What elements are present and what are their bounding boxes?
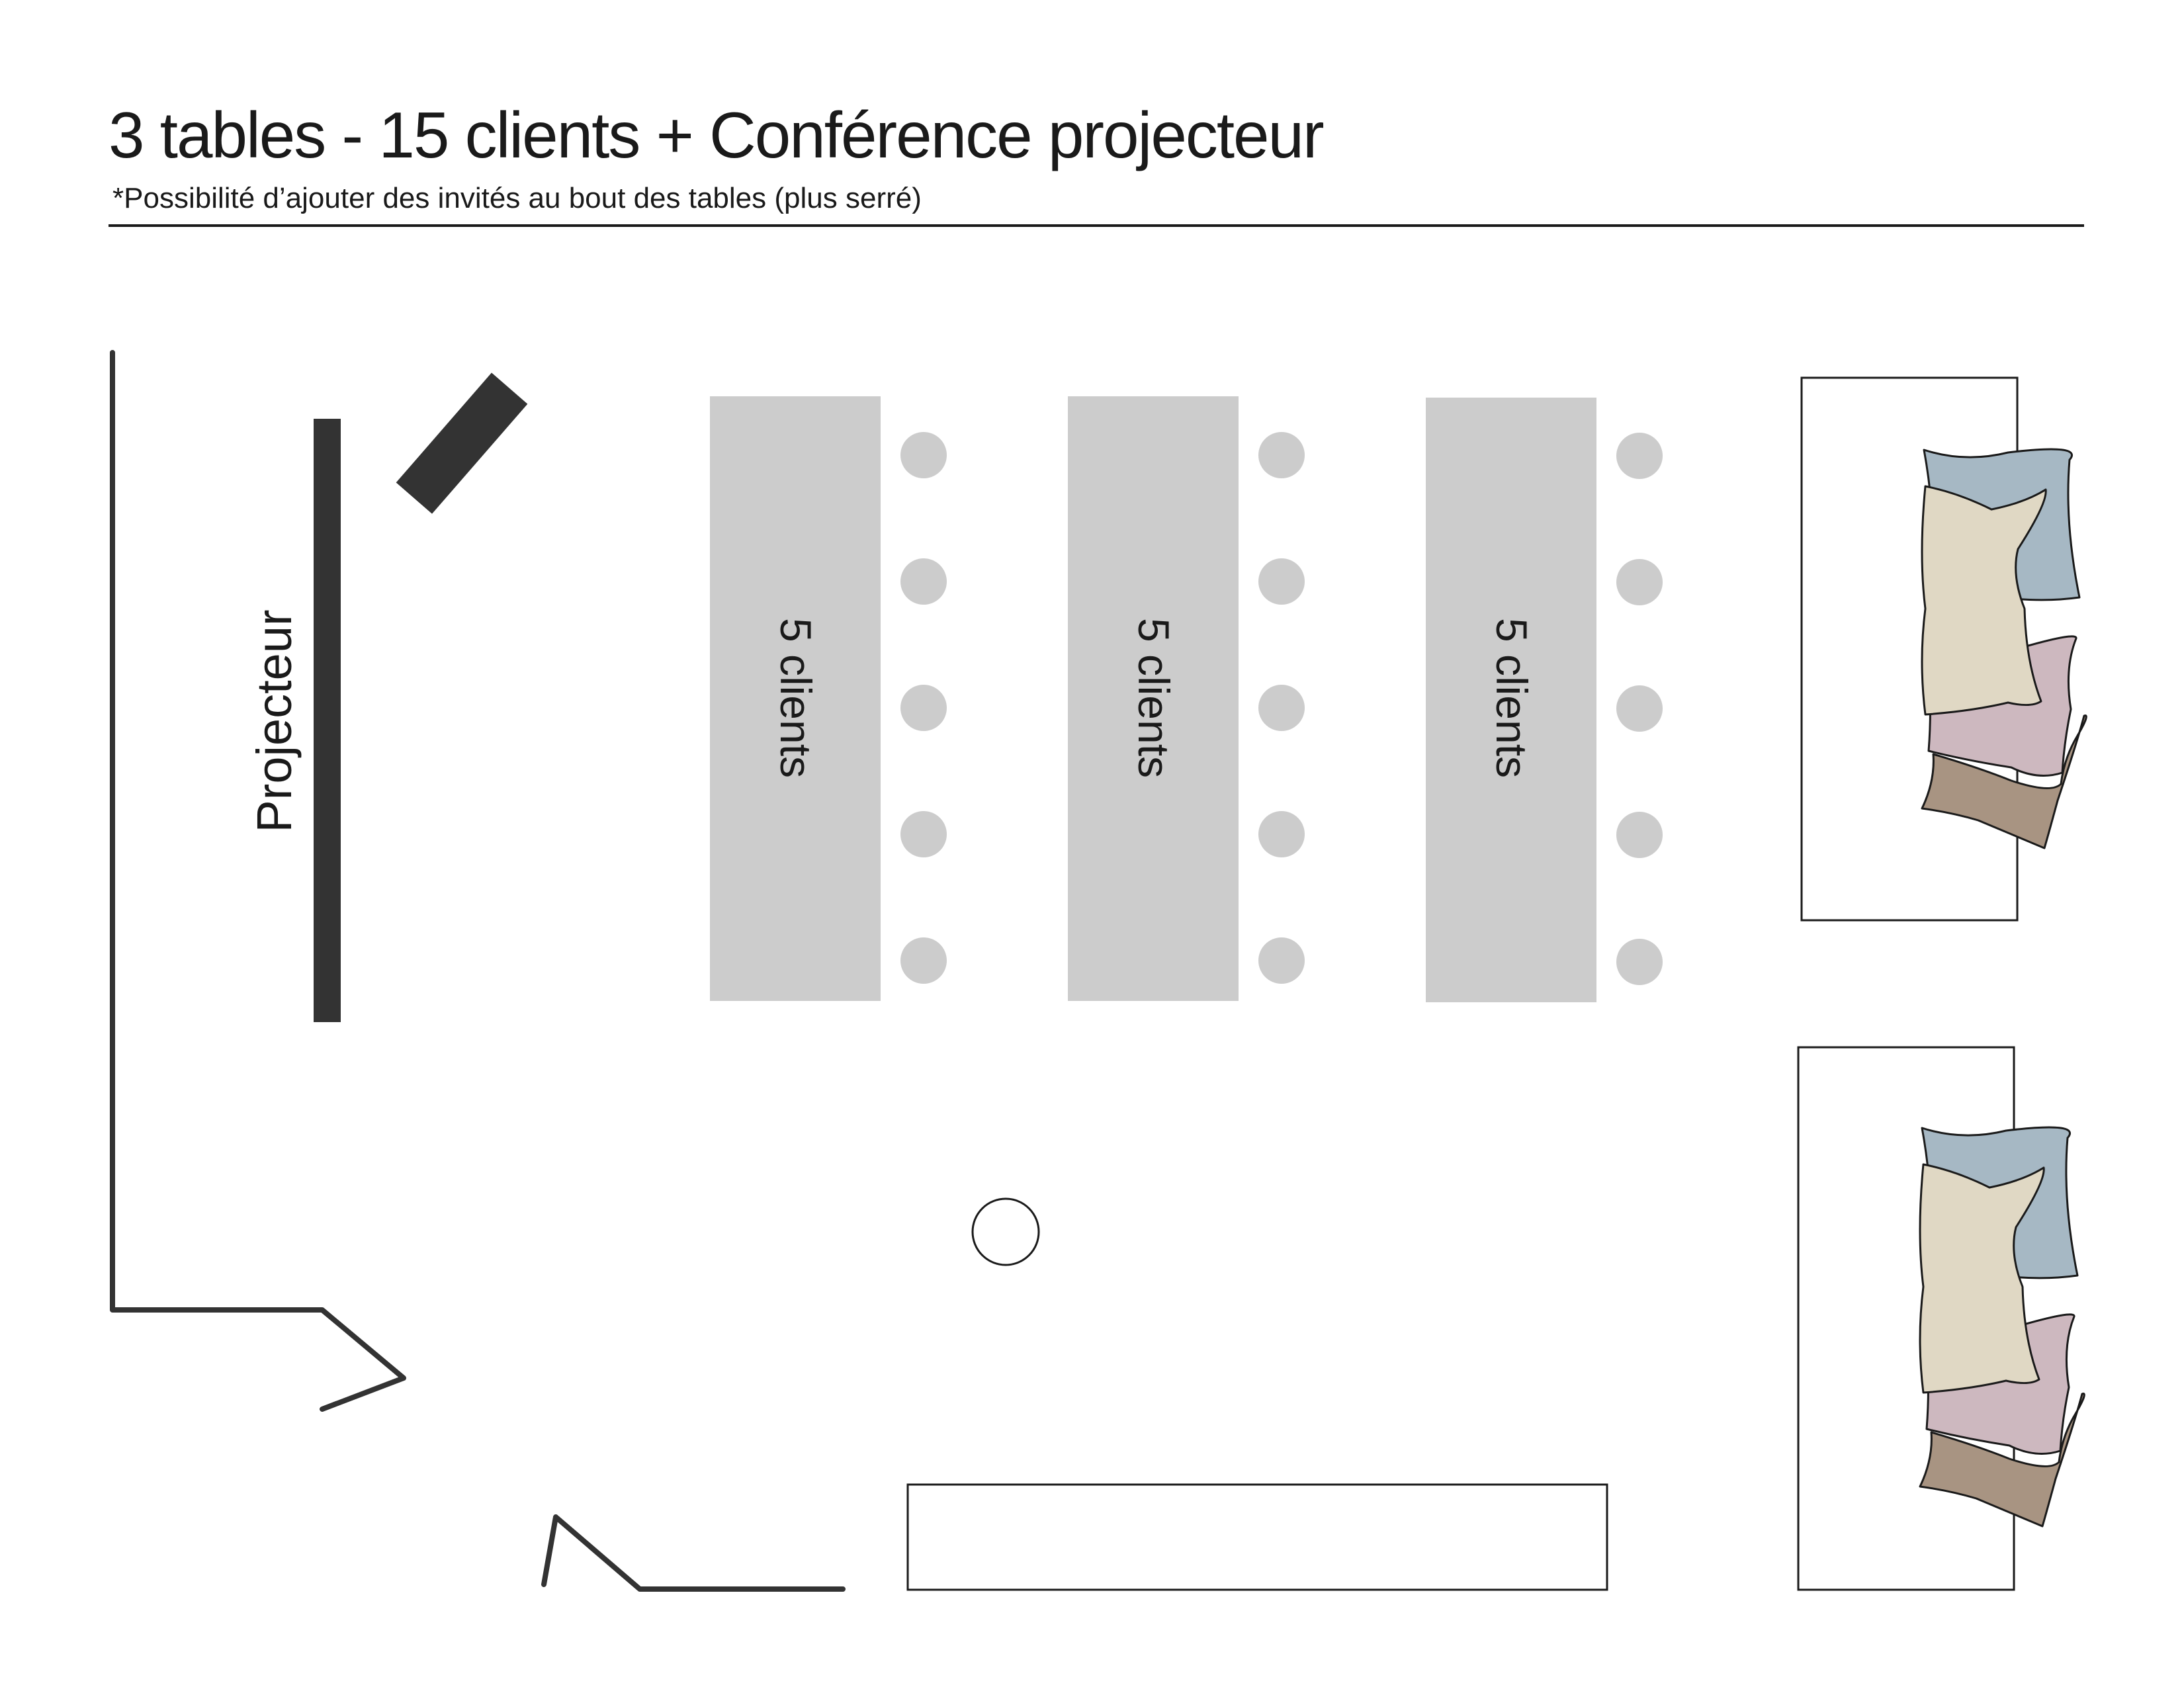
table-surface <box>1068 396 1239 1001</box>
chair <box>900 937 947 984</box>
chair <box>1258 937 1305 984</box>
bottom-wall <box>541 1514 846 1592</box>
chair <box>1258 811 1305 857</box>
table-surface <box>710 396 881 1001</box>
chair <box>1616 812 1663 858</box>
page-subtitle: *Possibilité d’ajouter des invités au bo… <box>112 182 922 214</box>
table-label: 5 clients <box>771 618 820 778</box>
table-label: 5 clients <box>1129 618 1178 778</box>
left-wall <box>110 350 406 1412</box>
sofa-2 <box>1797 1046 2085 1591</box>
chair <box>900 558 947 605</box>
bottom-counter <box>906 1483 1608 1591</box>
sofa-1 <box>1800 376 2087 922</box>
chair <box>900 685 947 731</box>
chair <box>1258 432 1305 478</box>
pillow-stack <box>1921 448 2087 849</box>
projection-screen <box>314 419 341 1022</box>
projector-label: Projecteur <box>247 609 302 832</box>
table-1: 5 clients <box>710 396 947 1001</box>
page-title: 3 tables - 15 clients + Conférence proje… <box>109 99 1324 171</box>
table-surface <box>1426 398 1596 1002</box>
pillow-stack <box>1919 1126 2085 1528</box>
pillow-beige <box>1919 1163 2045 1394</box>
chair <box>900 432 947 478</box>
chair <box>1616 559 1663 605</box>
chair <box>1616 939 1663 985</box>
pillow-brown <box>1921 714 2087 849</box>
chair <box>1616 685 1663 732</box>
table-2: 5 clients <box>1068 396 1305 1001</box>
chair <box>1258 685 1305 731</box>
chair <box>900 811 947 857</box>
table-3: 5 clients <box>1426 398 1663 1002</box>
pillow-brown <box>1919 1393 2085 1528</box>
projector-device <box>396 372 528 514</box>
chair <box>1616 433 1663 479</box>
table-label: 5 clients <box>1487 618 1536 778</box>
chair <box>1258 558 1305 605</box>
pillow-beige <box>1921 485 2047 716</box>
round-side-table <box>971 1197 1040 1266</box>
